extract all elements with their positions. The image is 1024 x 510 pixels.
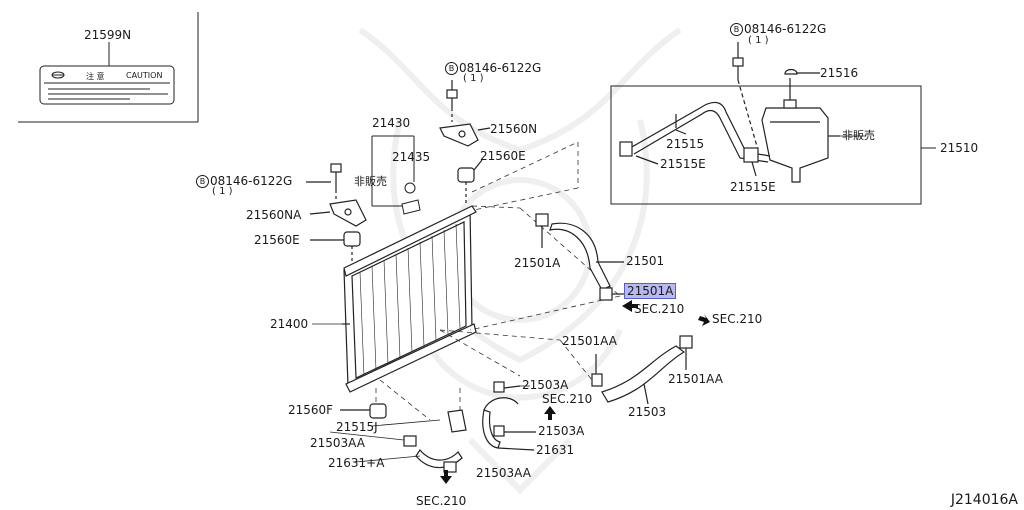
bolt-part-number: 08146-6122G	[210, 174, 293, 188]
caution-jp-text: 注 意	[86, 72, 105, 81]
bolt-top-center	[446, 80, 458, 122]
part-label-21435[interactable]: 21435	[392, 150, 431, 164]
document-code: J214016A	[950, 492, 1018, 508]
part-label-21515e[interactable]: 21515E	[660, 157, 706, 171]
sec-ref-label[interactable]: SEC.210	[416, 494, 467, 508]
lower-small-hoses	[403, 381, 536, 473]
caution-en-text: CAUTION	[126, 71, 163, 80]
bolt-part-number: 08146-6122G	[459, 61, 542, 75]
part-label-21515j[interactable]: 21515J	[336, 420, 378, 434]
sec-ref-label[interactable]: SEC.210	[634, 302, 685, 316]
mount-upper	[457, 159, 483, 206]
part-label-21515e[interactable]: 21515E	[730, 180, 776, 194]
reservoir-clamps	[619, 141, 759, 177]
part-label-21516[interactable]: 21516	[820, 66, 859, 80]
part-label-21503[interactable]: 21503	[628, 405, 667, 419]
bolt-mark-icon: B	[196, 175, 209, 188]
radiator-cap-callout	[371, 135, 421, 215]
part-label-21501[interactable]: 21501	[626, 254, 665, 268]
part-label-21501aa[interactable]: 21501AA	[562, 334, 617, 348]
bracket-left	[309, 199, 367, 227]
part-label-21515[interactable]: 21515	[666, 137, 705, 151]
part-label-21400[interactable]: 21400	[270, 317, 309, 331]
part-label-21503a[interactable]: 21503A	[522, 378, 569, 392]
not-sold-label: 非販売	[842, 129, 875, 142]
part-label-21501aa[interactable]: 21501AA	[668, 372, 723, 386]
part-label-21631[interactable]: 21631	[536, 443, 575, 457]
leader-lines	[312, 135, 866, 463]
part-label-21501a-highlighted[interactable]: 21501A	[624, 283, 677, 299]
part-label-21599n[interactable]: 21599N	[84, 28, 132, 42]
part-label-21510[interactable]: 21510	[940, 141, 979, 155]
sec-ref-label[interactable]: SEC.210	[712, 312, 763, 326]
reservoir-box	[610, 85, 936, 205]
part-label-21560e[interactable]: 21560E	[254, 233, 300, 247]
mount-left	[310, 231, 361, 270]
reservoir-hose	[629, 101, 771, 163]
part-label-21560na[interactable]: 21560NA	[246, 208, 302, 222]
part-label-21503aa[interactable]: 21503AA	[310, 436, 365, 450]
lower-hose	[591, 335, 693, 405]
bolt-top-right	[732, 42, 759, 151]
part-label-21503aa[interactable]: 21503AA	[476, 466, 531, 480]
bolt-qty: ( 1 )	[463, 73, 484, 84]
bolt-mark-icon: B	[445, 62, 458, 75]
caution-label-drawing	[18, 12, 199, 123]
part-label-21560f[interactable]: 21560F	[288, 403, 334, 417]
bolt-qty: ( 1 )	[748, 35, 769, 46]
bracket-upper	[439, 123, 491, 147]
bolt-left	[306, 163, 342, 200]
bolt-qty: ( 1 )	[212, 186, 233, 197]
part-label-21631-a[interactable]: 21631+A	[328, 456, 385, 470]
part-label-21430[interactable]: 21430	[372, 116, 411, 130]
mount-lower	[340, 403, 387, 419]
not-sold-label: 非販売	[354, 175, 387, 188]
upper-hose	[535, 213, 624, 301]
part-label-21560e[interactable]: 21560E	[480, 149, 526, 163]
part-label-21560n[interactable]: 21560N	[490, 122, 538, 136]
reservoir-cap	[784, 68, 820, 75]
bolt-part-number: 08146-6122G	[744, 22, 827, 36]
reservoir-tank	[761, 78, 840, 183]
sec-ref-label[interactable]: SEC.210	[542, 392, 593, 406]
part-label-21503a[interactable]: 21503A	[538, 424, 585, 438]
sec-arrows	[440, 300, 710, 484]
part-label-21501a[interactable]: 21501A	[514, 256, 561, 270]
bolt-mark-icon: B	[730, 23, 743, 36]
radiator-core	[342, 205, 477, 393]
